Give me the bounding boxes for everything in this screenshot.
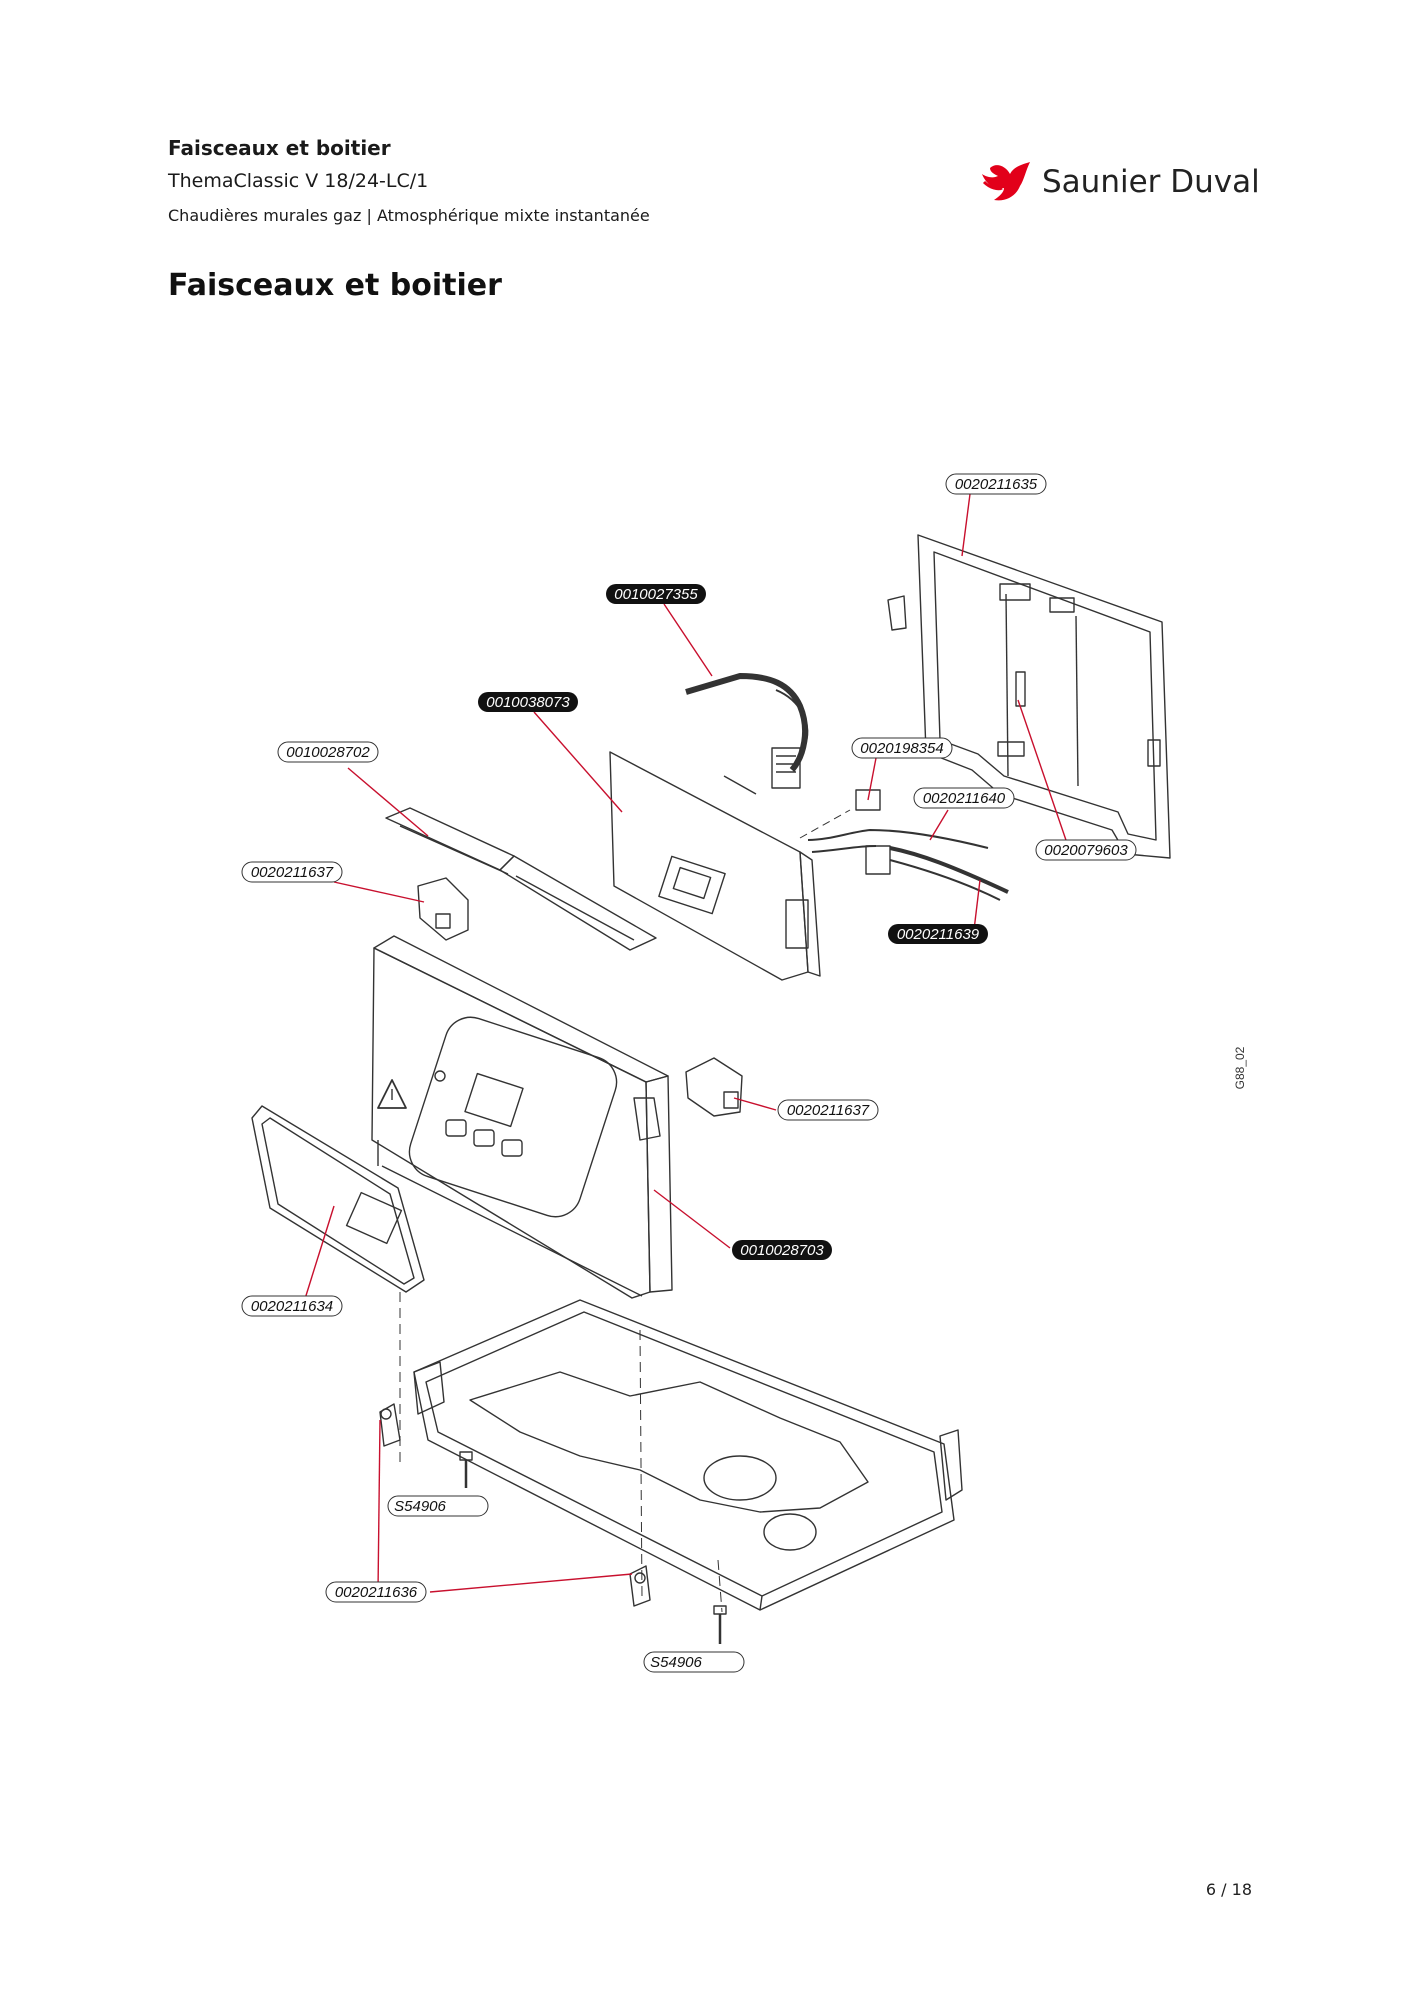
part-number: S54906: [394, 1498, 446, 1515]
insulation-plate: [385, 807, 657, 951]
part-number: S54906: [650, 1654, 702, 1671]
part-label-0020211640[interactable]: 0020211640: [913, 787, 1015, 809]
page-number: 6 / 18: [1205, 1880, 1252, 1899]
screws: [459, 1451, 727, 1644]
part-number: 0020211634: [251, 1298, 333, 1315]
part-label-0020079603[interactable]: 0020079603: [1035, 839, 1137, 861]
chassis-frame: [399, 1292, 963, 1613]
part-number: 0010028703: [740, 1242, 824, 1259]
page-title: Faisceaux et boitier: [168, 268, 502, 303]
part-label-0010027355[interactable]: 0010027355: [606, 584, 706, 604]
bird-logo-icon: [982, 162, 1030, 201]
part-label-0010038073[interactable]: 0010038073: [478, 692, 578, 712]
part-label-0010028702[interactable]: 0010028702: [277, 741, 379, 763]
part-number: 0020211635: [955, 476, 1038, 493]
part-number: 0020211637: [251, 864, 334, 881]
control-pcb: [609, 751, 821, 981]
part-label-0020211634[interactable]: 0020211634: [241, 1295, 343, 1317]
part-label-0020211639[interactable]: 0020211639: [888, 924, 988, 944]
part-number: 0020211639: [897, 926, 980, 943]
brand-logo: Saunier Duval: [980, 158, 1260, 208]
header-section: Faisceaux et boitier: [168, 136, 391, 160]
part-label-0020211635[interactable]: 0020211635: [945, 473, 1047, 495]
part-number: 0010028702: [286, 744, 370, 761]
part-label-S54906-right[interactable]: S54906: [643, 1651, 745, 1673]
clip-lower: [685, 1057, 743, 1117]
part-label-S54906-left[interactable]: S54906: [387, 1495, 489, 1517]
part-label-0010028703[interactable]: 0010028703: [732, 1240, 832, 1260]
cover-frame: [887, 534, 1171, 859]
part-label-0020211637-upper[interactable]: 0020211637: [241, 861, 343, 883]
figure-code: G88_02: [1233, 1046, 1247, 1090]
part-label-0020211636[interactable]: 0020211636: [325, 1581, 427, 1603]
chassis-feet: [379, 1403, 651, 1607]
part-number: 0020198354: [860, 740, 943, 757]
leader-lines: [303, 493, 1069, 1593]
part-labels[interactable]: 0020211635 0010027355 0010038073 0010028…: [241, 473, 1137, 1673]
harness-cables-2: [799, 789, 1009, 901]
header-category: Chaudières murales gaz | Atmosphérique m…: [168, 206, 650, 225]
part-label-0020198354[interactable]: 0020198354: [851, 737, 953, 759]
harness-cable-1: [685, 673, 809, 789]
part-number: 0010027355: [614, 586, 698, 603]
main-housing: [371, 935, 673, 1299]
part-number: 0020211636: [335, 1584, 418, 1601]
clip-upper: [417, 877, 469, 941]
brand-name: Saunier Duval: [1042, 164, 1260, 200]
part-number: 0020211637: [787, 1102, 870, 1119]
display-gasket: [251, 1105, 425, 1293]
part-label-0020211637-lower[interactable]: 0020211637: [777, 1099, 879, 1121]
part-number: 0020079603: [1044, 842, 1128, 859]
header-model: ThemaClassic V 18/24-LC/1: [168, 170, 429, 192]
part-number: 0010038073: [486, 694, 570, 711]
part-number: 0020211640: [923, 790, 1006, 807]
